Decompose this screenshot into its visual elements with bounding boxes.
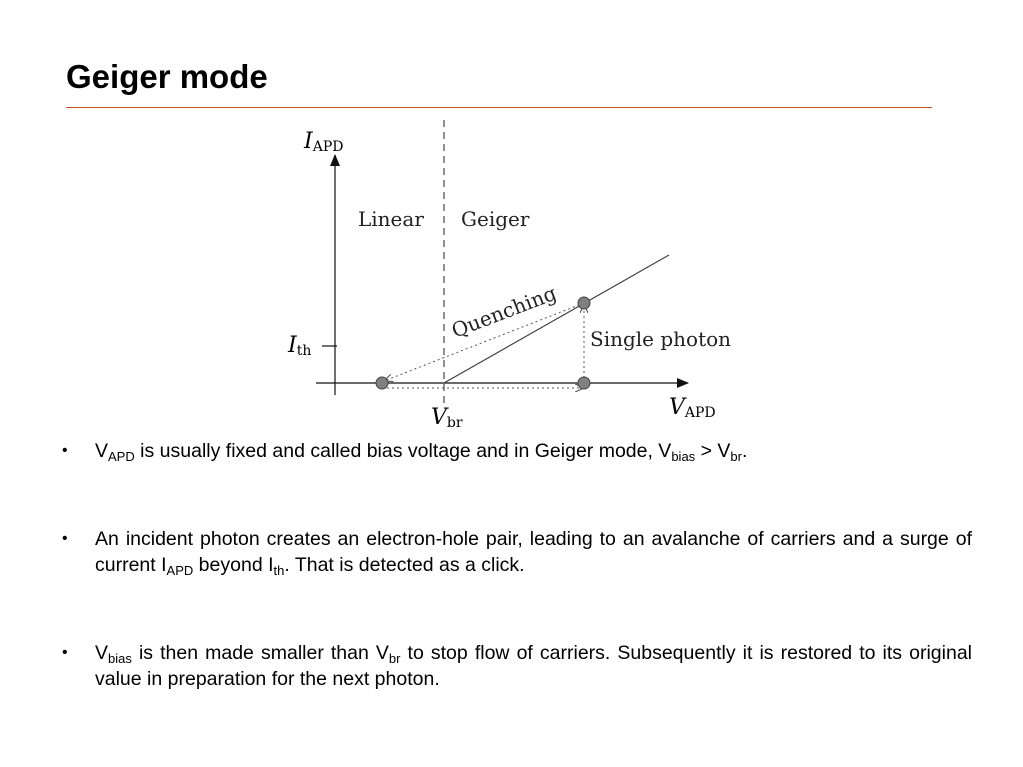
bullet-text: V <box>95 440 109 462</box>
quenching-arrow <box>384 302 585 381</box>
subscript: br <box>388 651 401 666</box>
bullet-item: • An incident photon creates an electron… <box>62 526 972 578</box>
bullet-text: beyond I <box>193 554 274 576</box>
quenching-label: Quenching <box>448 281 560 343</box>
bullet-dot: • <box>62 530 68 547</box>
bullet-dot: • <box>62 644 68 661</box>
state-point-start <box>375 376 389 390</box>
bullet-item: • VAPD is usually fixed and called bias … <box>62 438 972 464</box>
region-geiger-label: Geiger <box>461 207 530 231</box>
title-divider <box>66 107 932 108</box>
region-linear-label: Linear <box>358 207 424 231</box>
state-point-avalanche <box>577 296 591 310</box>
bullet-text: to stop flow of carriers. Subsequently i… <box>95 642 972 690</box>
bullet-item: • Vbias is then made smaller than Vbr to… <box>62 640 972 692</box>
bullet-text: > V <box>695 440 731 462</box>
bullet-text: . That is detected as a click. <box>284 554 525 576</box>
bullet-text: V <box>95 642 109 664</box>
breakdown-label: Vbr <box>431 405 463 431</box>
state-point-armed <box>577 376 591 390</box>
x-axis-label: VAPD <box>669 395 716 421</box>
bullet-text: . <box>741 440 748 462</box>
geiger-characteristic-line <box>443 254 670 384</box>
y-axis-label: IAPD <box>303 129 343 155</box>
bullet-dot: • <box>62 442 68 459</box>
bullet-text: is usually fixed and called bias voltage… <box>134 440 672 462</box>
slide-title: Geiger mode <box>66 58 268 95</box>
subscript: bias <box>108 651 132 666</box>
bullet-text: An incident photon creates an electron-h… <box>95 528 972 576</box>
subscript: APD <box>108 449 135 464</box>
subscript: bias <box>671 449 696 464</box>
single-photon-label: Single photon <box>590 327 731 351</box>
subscript: th <box>273 563 285 578</box>
threshold-label: Ith <box>287 333 311 359</box>
bullet-text: is then made smaller than V <box>131 642 389 664</box>
subscript: APD <box>166 563 194 578</box>
subscript: br <box>730 449 742 464</box>
